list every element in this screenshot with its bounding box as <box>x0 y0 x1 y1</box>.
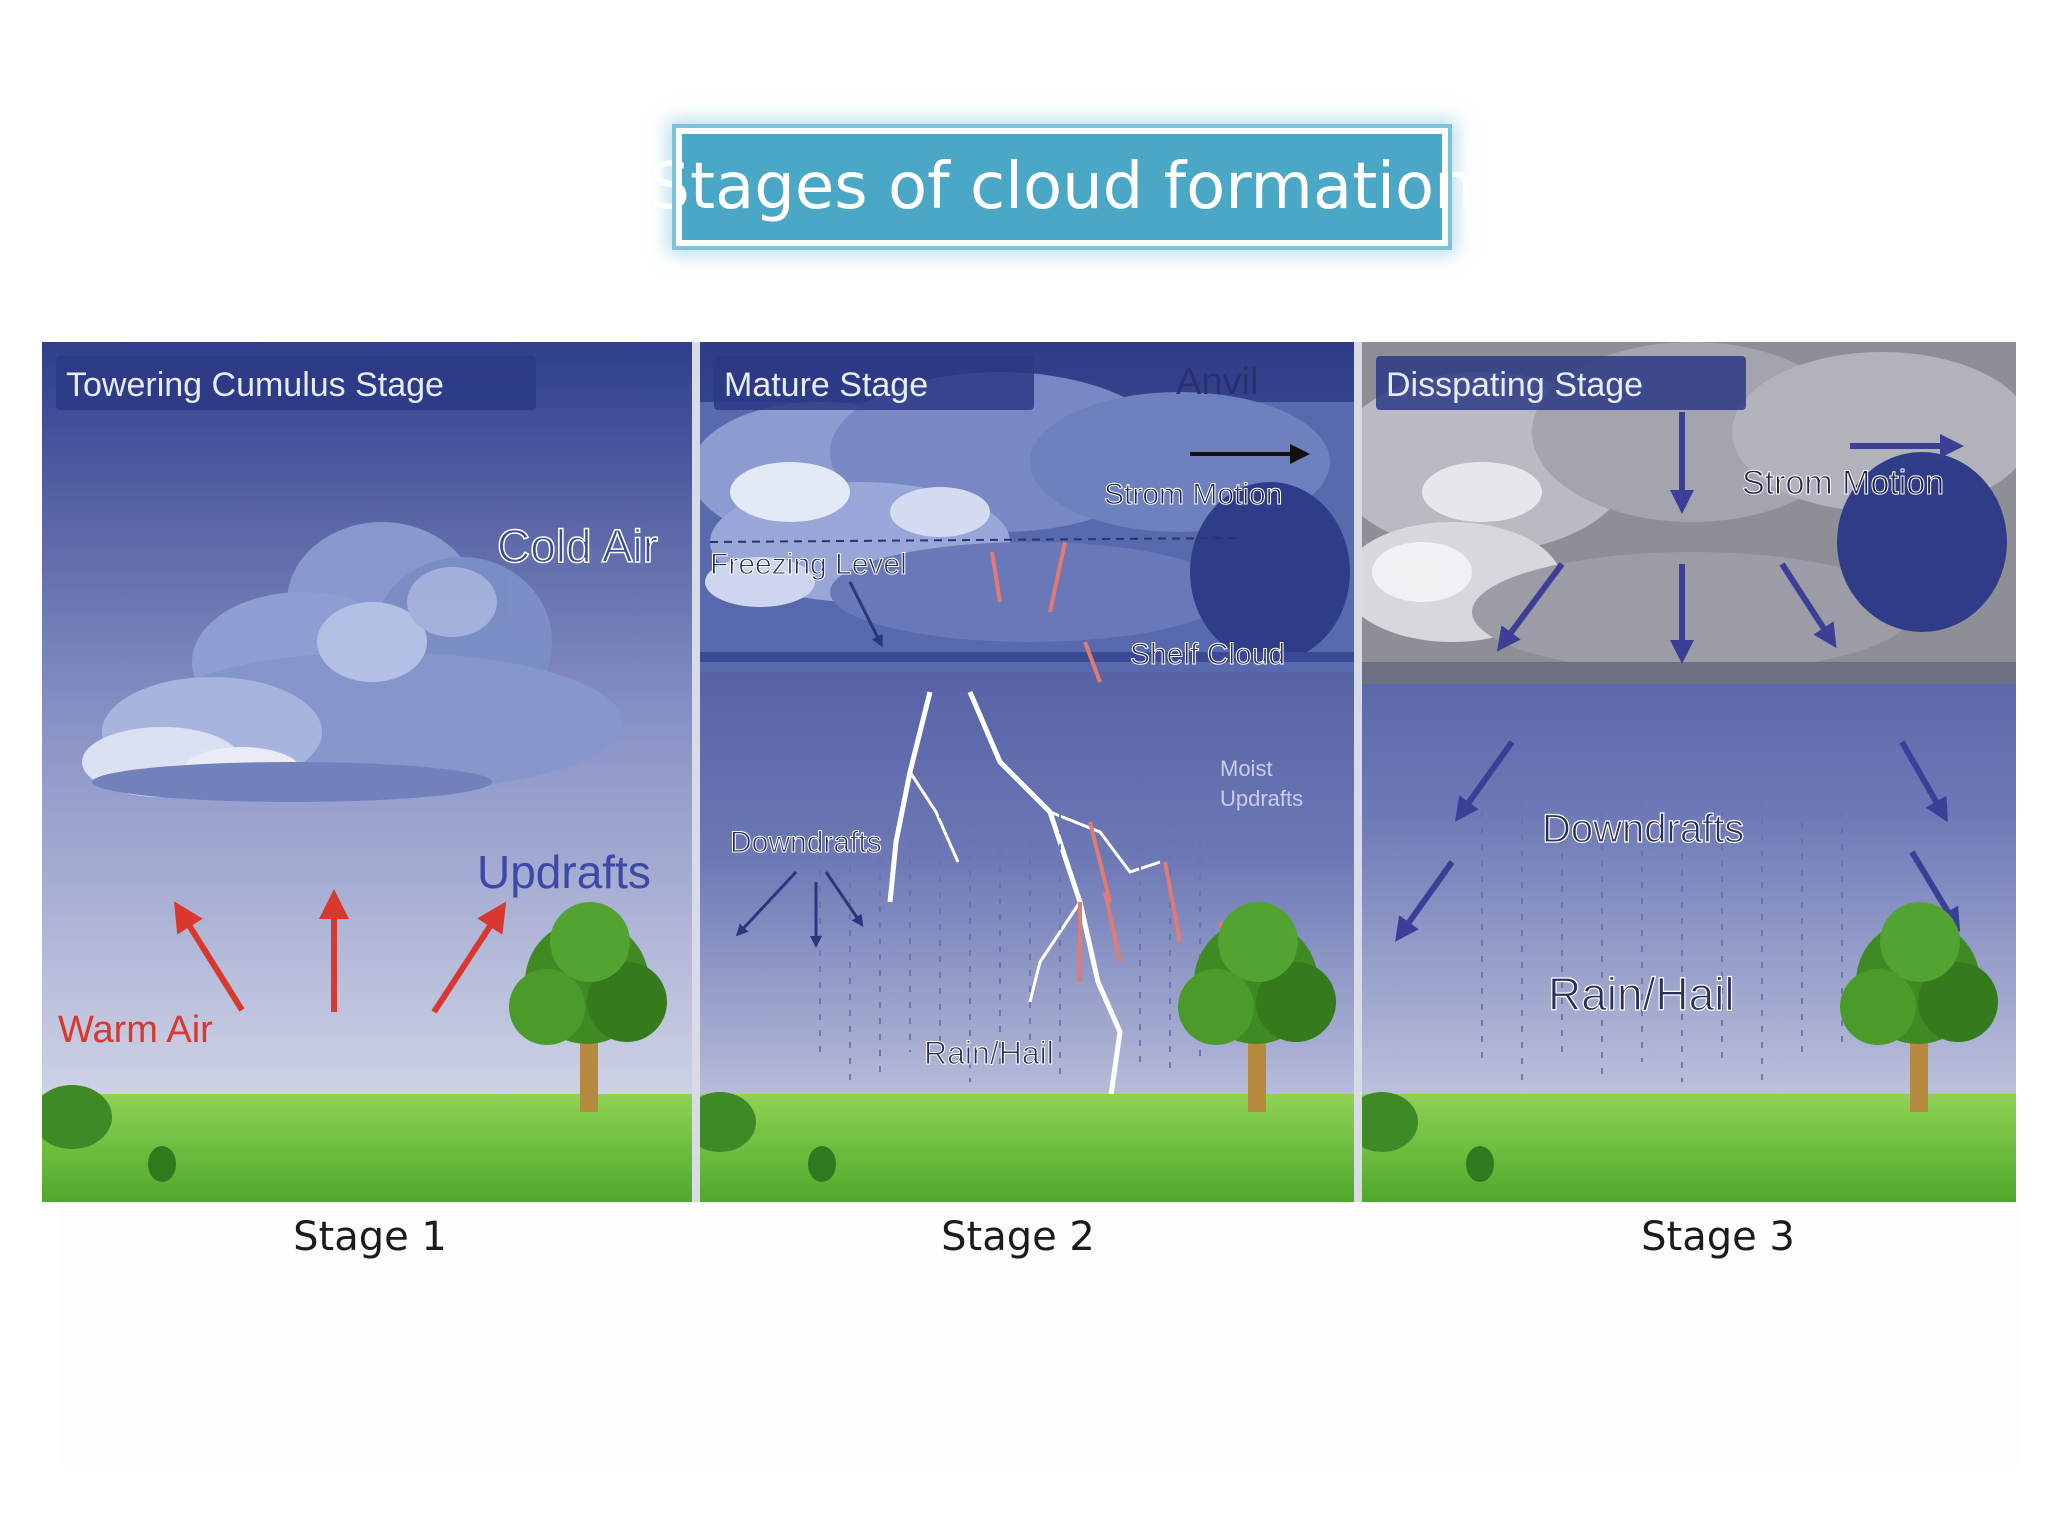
grass <box>700 1094 1354 1202</box>
lightning-bolt-2b <box>1049 810 1161 874</box>
storm-cloud <box>700 372 1354 672</box>
heading-bg <box>56 356 536 410</box>
freezing-level-label: Freezing Level <box>710 548 907 581</box>
caption-band <box>58 1205 2018 1465</box>
downdraft-arrow-low-right <box>1909 850 1961 933</box>
heading-bg <box>714 356 1034 410</box>
tree <box>509 902 667 1112</box>
warm-air-arrow-left <box>174 901 245 1012</box>
downdraft-arrows <box>1395 412 1964 942</box>
cloud-stages-figure: Towering Cumulus Stage Cold Air Updrafts… <box>42 342 2016 1202</box>
panel-heading: Mature Stage <box>724 366 928 404</box>
moist-label: Moist <box>1220 756 1273 781</box>
downdraft-arrow-mid-right <box>1899 740 1948 823</box>
downdrafts-label: Downdrafts <box>1542 807 1744 851</box>
warm-air-arrow-right <box>431 901 507 1014</box>
downdraft-arrow-right <box>1779 562 1837 649</box>
rain-hail-label: Rain/Hail <box>1548 968 1735 1020</box>
bush-small <box>808 1146 836 1182</box>
downdraft-arrow-mid-left <box>1455 740 1515 822</box>
lightning-bolt-2c <box>1028 901 1082 1003</box>
bush-left <box>1362 1092 1418 1152</box>
stage-2-caption: Stage 2 <box>941 1214 1095 1260</box>
grass <box>1362 1094 2016 1202</box>
shelf-cloud-label: Shelf Cloud <box>1130 638 1285 671</box>
panel-heading: Towering Cumulus Stage <box>66 366 444 404</box>
downdrafts-label: Downdrafts <box>730 826 882 859</box>
anvil-label: Anvil <box>1176 361 1258 403</box>
page-title: Stages of cloud formation <box>649 150 1475 224</box>
storm-motion-label: Strom Motion <box>1742 464 1944 502</box>
downdraft-arrow-left <box>1496 562 1565 652</box>
downdraft-arrow-1 <box>735 870 798 937</box>
tree <box>1840 902 1998 1112</box>
rain-streaks <box>819 802 1201 1082</box>
panel-towering-cumulus: Towering Cumulus Stage Cold Air Updrafts… <box>42 342 692 1202</box>
panel-mature-stage: Mature Stage Anvil Strom Motion Freezing… <box>700 342 1354 1202</box>
rain-hail-label: Rain/Hail <box>924 1035 1054 1071</box>
downdraft-arrow-4 <box>848 581 883 648</box>
bush-left <box>700 1092 756 1152</box>
downdraft-arrow-low-left <box>1395 860 1455 942</box>
panel-dissipating-stage: Disspating Stage Strom Motion Downdrafts… <box>1362 342 2016 1202</box>
freezing-level-line <box>709 537 1241 543</box>
bush-small <box>1466 1146 1494 1182</box>
warm-air-label: Warm Air <box>58 1009 213 1051</box>
updrafts-label: Updrafts <box>477 846 651 898</box>
storm-motion-label: Strom Motion <box>1104 478 1282 511</box>
rain-streaks <box>1481 802 1843 1082</box>
stage-1-caption: Stage 1 <box>293 1214 447 1260</box>
tree <box>1178 902 1336 1112</box>
heading-bg <box>1376 356 1746 410</box>
cumulus-cloud <box>82 522 622 802</box>
lightning-bolt-1 <box>887 691 933 903</box>
title-box: Stages of cloud formation <box>649 124 1475 250</box>
downdraft-arrow-3 <box>824 871 864 927</box>
bush-small <box>148 1146 176 1182</box>
panel-heading: Disspating Stage <box>1386 366 1643 404</box>
bush-left <box>42 1085 112 1149</box>
stage-3-caption: Stage 3 <box>1641 1214 1795 1260</box>
cold-air-label: Cold Air <box>497 520 658 572</box>
updrafts-label: Updrafts <box>1220 786 1303 811</box>
lightning-bolt-1b <box>908 771 960 863</box>
